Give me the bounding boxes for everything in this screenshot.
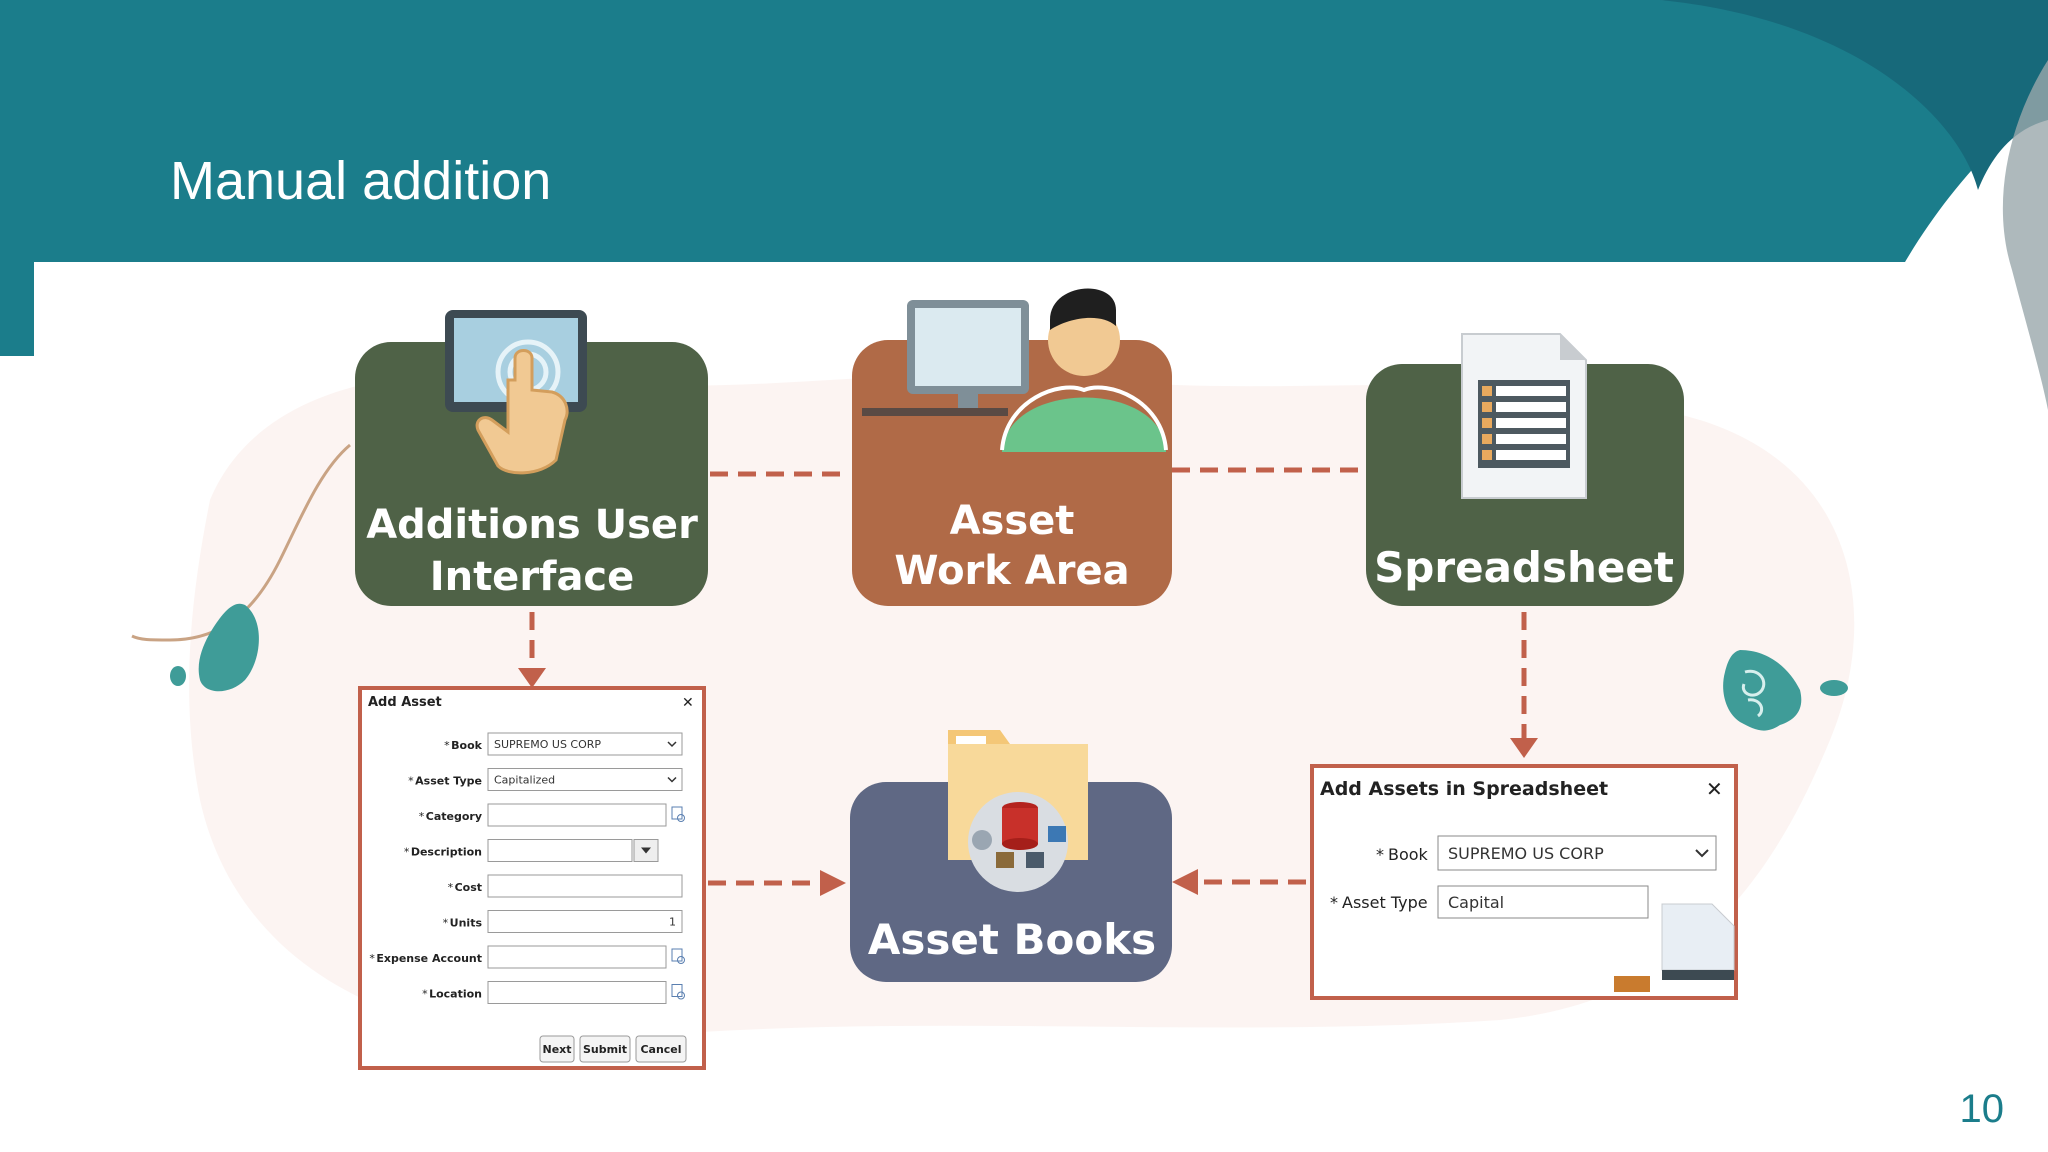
node-spreadsheet: Spreadsheet: [1366, 334, 1684, 606]
submit-button-label: Submit: [583, 1043, 627, 1056]
node-label-line1: Asset: [950, 498, 1075, 544]
required-marker: *: [419, 810, 425, 823]
field-input[interactable]: [488, 804, 666, 826]
field-label: Description: [411, 846, 482, 859]
required-marker: *: [1330, 893, 1338, 912]
field-value: SUPREMO US CORP: [494, 738, 601, 751]
field-label: Asset Type: [415, 775, 482, 788]
required-marker: *: [404, 846, 410, 859]
asset-type-label: Asset Type: [1342, 893, 1428, 912]
required-marker: *: [1376, 845, 1384, 864]
node-asset-work-area: Asset Work Area: [852, 288, 1172, 606]
node-label-line1: Additions User: [366, 502, 698, 548]
field-value: 1: [669, 916, 676, 929]
field-input[interactable]: [488, 982, 666, 1004]
field-input[interactable]: [488, 911, 682, 933]
book-select-value: SUPREMO US CORP: [1448, 844, 1604, 863]
field-label: Units: [450, 917, 483, 930]
required-marker: *: [408, 775, 414, 788]
field-label: Location: [429, 988, 482, 1001]
cancel-button-label: Cancel: [640, 1043, 681, 1056]
field-label: Expense Account: [376, 952, 482, 965]
next-button-label: Next: [542, 1043, 571, 1056]
field-input[interactable]: [488, 875, 682, 897]
field-input[interactable]: [488, 946, 666, 968]
required-marker: *: [422, 988, 428, 1001]
asset-type-input-value: Capital: [1448, 893, 1504, 912]
required-marker: *: [369, 952, 375, 965]
node-label: Spreadsheet: [1374, 543, 1674, 592]
field-label: Category: [426, 810, 482, 823]
book-label: Book: [1388, 845, 1429, 864]
node-additions-user-interface: Additions User Interface: [355, 310, 708, 606]
page-number: 10: [1960, 1087, 2005, 1132]
field-value: Capitalized: [494, 774, 555, 787]
form-title: Add Assets in Spreadsheet: [1320, 778, 1608, 800]
node-label-line2: Interface: [430, 554, 635, 600]
required-marker: *: [448, 881, 454, 894]
spreadsheet-document-icon: [1462, 334, 1586, 498]
field-label: Book: [451, 739, 482, 752]
add-assets-in-spreadsheet-form: Add Assets in Spreadsheet ✕ * Book SUPRE…: [1312, 766, 1736, 998]
node-label-line2: Work Area: [894, 548, 1129, 594]
required-marker: *: [443, 917, 449, 930]
close-icon: ✕: [1706, 777, 1723, 801]
node-label: Asset Books: [868, 915, 1156, 964]
field-label: Cost: [455, 881, 482, 894]
field-input[interactable]: [488, 840, 632, 862]
form-title: Add Asset: [368, 695, 442, 710]
close-icon: ✕: [682, 695, 694, 711]
required-marker: *: [444, 739, 450, 752]
